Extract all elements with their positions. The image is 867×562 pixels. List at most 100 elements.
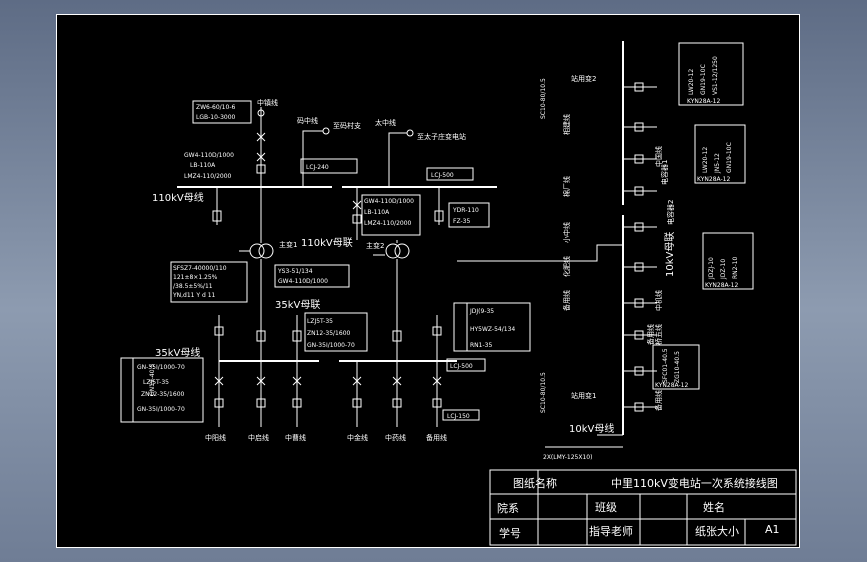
advisor-label: 指导老师 xyxy=(589,524,633,538)
eq-label: LMZ4-110/2000 xyxy=(184,173,232,180)
eq-label: GN-35I/1000-70 xyxy=(137,406,185,413)
incoming-110-left xyxy=(192,100,266,187)
feeder-35-2: 中曹线 xyxy=(285,433,306,442)
eq-label: YN,d11 Y d 11 xyxy=(172,292,216,299)
feeder-35-4: 中药线 xyxy=(385,433,406,442)
title-block xyxy=(489,469,797,546)
eq-label: LZJ5T-35 xyxy=(143,379,169,386)
bay-110-right xyxy=(212,187,490,240)
block-text: LW20-12 xyxy=(688,69,695,95)
eq-label: LB-110A xyxy=(190,162,216,169)
block-text: JN5-12 xyxy=(714,153,721,174)
block-text: ZG10-40.5 xyxy=(674,351,681,383)
station-tf2-label: 站用变2 xyxy=(571,74,596,83)
eq-label: LCJ-500 xyxy=(431,172,454,179)
eq-label: SFSZ7-40000/110 xyxy=(173,265,227,272)
size-label: 纸张大小 xyxy=(695,524,739,538)
main-t2-label: 主变2 xyxy=(366,241,384,250)
block-text: JDZ-10 xyxy=(720,259,727,280)
dept-label: 院系 xyxy=(497,501,519,515)
main-t1-label: 主变1 xyxy=(279,240,297,249)
block-text: LW20-12 xyxy=(702,147,709,173)
eq-label: LCJ-150 xyxy=(447,413,470,420)
eq-label: FZ-35 xyxy=(453,218,470,225)
eq-label: LCJ-500 xyxy=(450,363,473,370)
eq-label: LGB-10-3000 xyxy=(196,114,236,121)
cap1-label: 电容器1 xyxy=(660,160,669,185)
bus-35-label: 35kV母线 xyxy=(155,346,200,359)
kyn-label: KYN28A-12 xyxy=(655,382,688,389)
to-ma-village: 至码村支 xyxy=(333,121,361,130)
bus-35-tie-label: 35kV母联 xyxy=(275,299,320,311)
eq-label: LZJ5T-35 xyxy=(307,318,333,325)
eq-label: HY5WZ-54/134 xyxy=(470,326,515,333)
eq-label: SC10-80/10.5 xyxy=(540,78,547,119)
spare-label: 备用线 xyxy=(646,324,655,345)
feeder-10-upper-4: 备用线 xyxy=(562,290,571,311)
feeder-10-lower-0: 桥五线 xyxy=(654,324,663,345)
eq-label: GW4-110D/1000 xyxy=(184,152,234,159)
station-tf1-label: 站用变1 xyxy=(571,391,596,400)
eq-label: GW4-110D/1000 xyxy=(364,198,414,205)
eq-label: /38.5±5%/11 xyxy=(173,283,213,290)
block-text: VS1-12/1250 xyxy=(712,56,719,95)
bus-10-label: 10kV母线 xyxy=(569,422,614,435)
bus-10kv xyxy=(457,41,624,436)
feeder-10-upper-0: 相建线 xyxy=(562,114,571,135)
feeders-10kv xyxy=(623,82,657,412)
eq-label: SC10-80/10.5 xyxy=(540,372,547,413)
eq-label: LB-110A xyxy=(364,209,390,216)
eq-label: LCJ-240 xyxy=(306,164,329,171)
to-taizizhuang: 至太子庄变电站 xyxy=(417,132,466,141)
main-transformers xyxy=(239,187,410,315)
feeder-10-lower-1: 备用线 xyxy=(654,390,663,411)
eq-label: YS3-51/134 xyxy=(277,268,313,275)
eq-label: GW4-110D/1000 xyxy=(278,278,328,285)
eq-label: YDR-110 xyxy=(452,207,479,214)
block-text: JDZJ-10 xyxy=(708,257,715,280)
id-label: 学号 xyxy=(499,526,521,540)
feeder-35-1: 中启线 xyxy=(248,433,269,442)
block-text: GN19-10C xyxy=(700,64,707,95)
line-taizhong: 太中线 xyxy=(375,118,396,127)
feeder-35-0: 中阳线 xyxy=(205,433,226,442)
cap2-label: 电容器2 xyxy=(666,200,675,225)
kyn-label: KYN28A-12 xyxy=(687,98,720,105)
bus-110-tie-label: 110kV母联 xyxy=(301,237,353,249)
eq-label: ZN12-35/1600 xyxy=(307,330,351,337)
eq-label: 121±8×1.25% xyxy=(173,274,218,281)
eq-label: GN-35I/1000-70 xyxy=(307,342,355,349)
incoming-110-mazhong xyxy=(300,127,358,187)
eq-label: JDJ(9-35 xyxy=(469,308,494,315)
eq-label: ZW6-60/10-6 xyxy=(196,104,235,111)
feeder-10-upper-6: 中机线 xyxy=(654,290,663,311)
block-text: RN2-10 xyxy=(732,257,739,279)
eq-label: GN-35I/1000-70 xyxy=(137,364,185,371)
drawing-name: 中里110kV变电站一次系统接线图 xyxy=(611,476,778,490)
block-text: SFC01-40.5 xyxy=(662,348,669,383)
eq-label: RN1-35 xyxy=(470,342,492,349)
single-line-diagram: 110kV母线 110kV母联 中镇线 ZW6-60/10-6 LGB-10-3… xyxy=(120,41,797,546)
line-zhongzhen: 中镇线 xyxy=(257,98,278,107)
eq-label: GN19-40.5 xyxy=(149,364,156,396)
feeder-35-5: 备用线 xyxy=(426,433,447,442)
kyn-label: KYN28A-12 xyxy=(697,176,730,183)
busbar-spec: 2X(LMY-125X10) xyxy=(543,454,592,461)
feeder-35-3: 中金线 xyxy=(347,433,368,442)
drawing-name-label: 图纸名称 xyxy=(513,476,557,490)
bays-35kv-upper xyxy=(214,315,442,361)
feeders-35kv xyxy=(214,361,442,427)
drawing-frame: 110kV母线 110kV母联 中镇线 ZW6-60/10-6 LGB-10-3… xyxy=(56,14,800,548)
line-mazhong: 码中线 xyxy=(297,116,318,125)
class-label: 班级 xyxy=(595,501,617,514)
bus-10-tie-label: 10kV母联 xyxy=(664,232,676,277)
name-label: 姓名 xyxy=(703,500,725,514)
kyn-label: KYN28A-12 xyxy=(705,282,738,289)
feeder-10-upper-5: 中国线 xyxy=(654,146,663,167)
eq-label: LMZ4-110/2000 xyxy=(364,220,412,227)
incoming-110-taizhong xyxy=(388,129,474,187)
feeder-10-upper-2: 小中线 xyxy=(562,222,571,243)
feeder-10-upper-3: 化肥线 xyxy=(562,256,571,277)
bus-110-label: 110kV母线 xyxy=(152,191,204,204)
eq-label: ZN12-35/1600 xyxy=(141,391,185,398)
